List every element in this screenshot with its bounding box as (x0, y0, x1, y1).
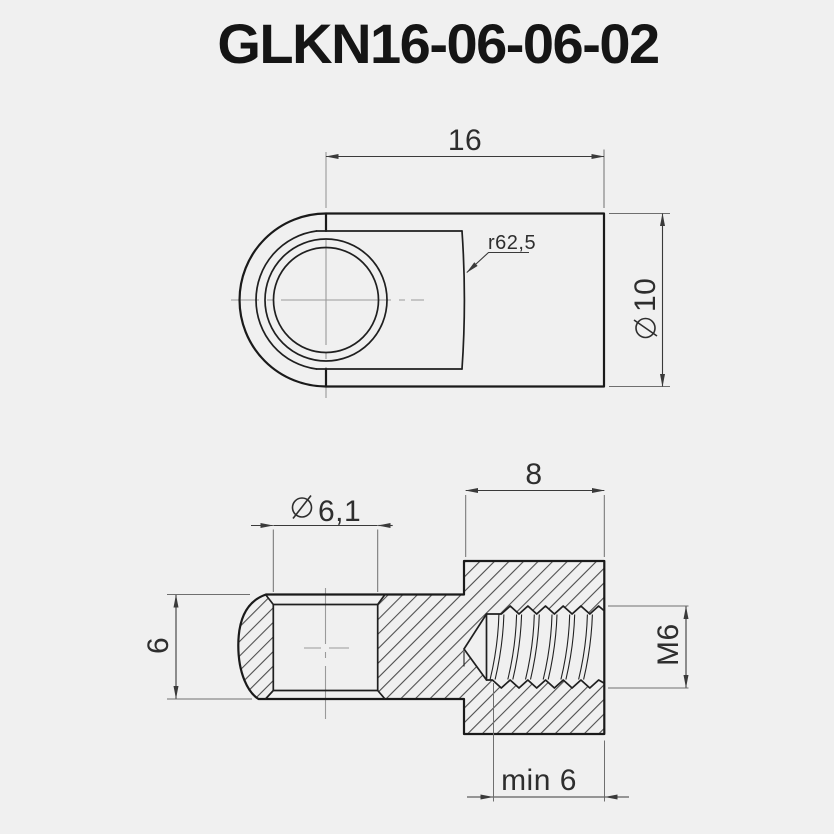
hole-chamfer-circle (264, 238, 388, 362)
eye-boss-edges (315, 230, 463, 370)
eyelet-outline (238, 212, 606, 388)
dim-hole-diameter: 6,1 (251, 495, 393, 592)
section-centerlines (304, 588, 349, 719)
dim-head-width-value: 8 (525, 458, 542, 491)
dim-thread: M6 (608, 605, 689, 689)
dim-diameter-value: 10 (629, 278, 662, 312)
top-view: 16 10 r62,5 (231, 124, 670, 398)
hole-section-edges (264, 593, 386, 700)
diameter-icon (633, 317, 658, 339)
section-hatching (238, 561, 605, 734)
dim-thickness: 6 (142, 594, 252, 700)
section-view: 6,1 6 8 M6 (142, 458, 689, 802)
dim-hole-diameter-value: 6,1 (318, 495, 361, 528)
thread-crest-lines (489, 614, 593, 680)
dim-diameter-10: 10 (609, 213, 670, 387)
part-number-title: GLKN16-06-06-02 (217, 12, 658, 75)
hole-circle (272, 246, 380, 354)
radius-label: r62,5 (488, 232, 536, 254)
diameter-icon (291, 495, 313, 519)
dim-thread-depth: min 6 (467, 683, 629, 802)
dim-thickness-value: 6 (142, 637, 175, 654)
dim-length-16: 16 (325, 124, 605, 208)
eye-boss-arc (255, 230, 318, 370)
section-outline (237, 559, 606, 736)
dim-thread-value: M6 (652, 623, 685, 666)
dim-length-value: 16 (448, 124, 482, 157)
dim-head-width: 8 (465, 458, 605, 557)
thread-profile (463, 605, 606, 689)
spherical-surface-edge (461, 230, 466, 370)
dim-thread-depth-value: min 6 (501, 764, 577, 797)
callout-radius: r62,5 (466, 232, 536, 273)
